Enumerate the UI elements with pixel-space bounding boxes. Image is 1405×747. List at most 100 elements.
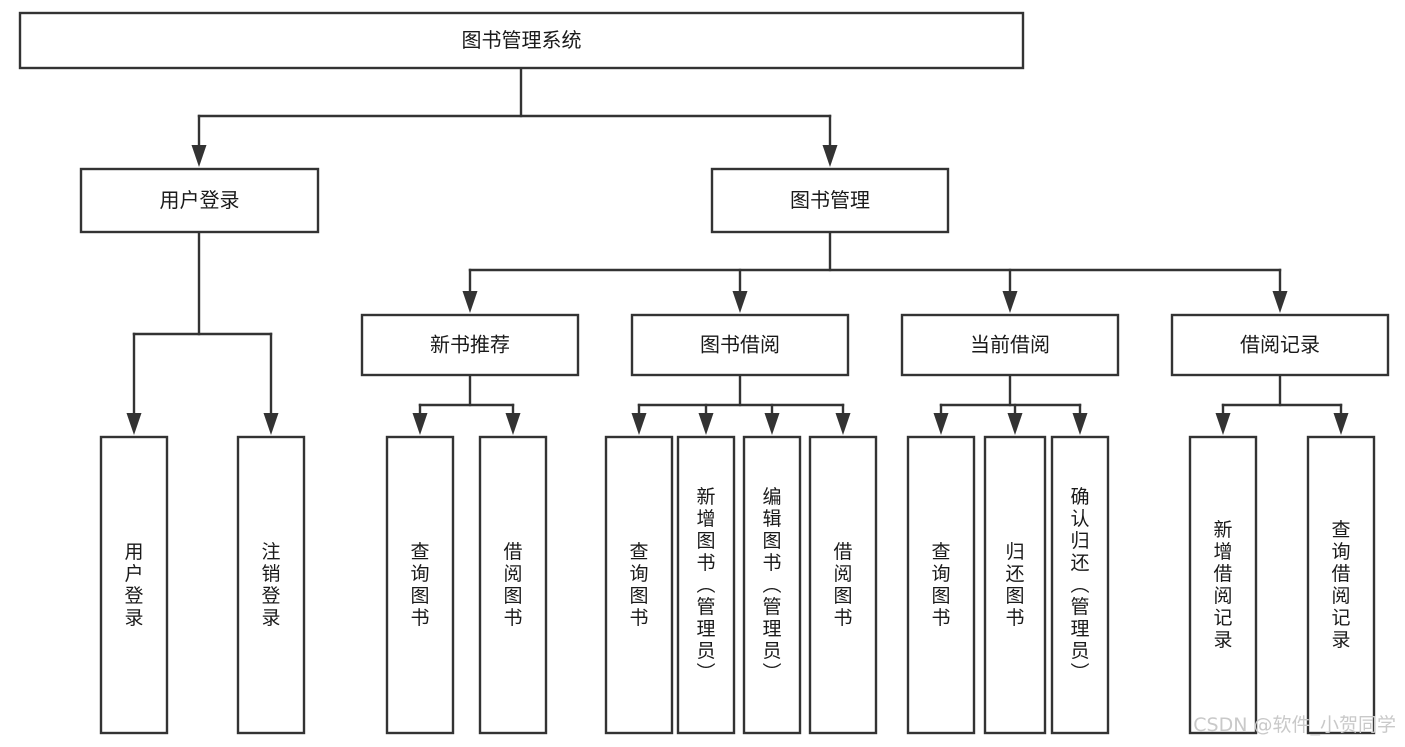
node-label-char: 管 xyxy=(696,596,715,618)
node-label-char: 录 xyxy=(1331,629,1350,651)
node-label-char: 增 xyxy=(1213,541,1232,563)
node-label-char: ︶ xyxy=(1070,662,1089,684)
node-label: 新书推荐 xyxy=(430,333,510,357)
node-label-char: 图 xyxy=(629,585,648,607)
node-label-char: 图 xyxy=(1005,585,1024,607)
node-label-char: 销 xyxy=(261,563,280,585)
node-label-char: ︶ xyxy=(762,662,781,684)
node-label-char: 增 xyxy=(696,508,715,530)
node-label-char: 借 xyxy=(833,541,852,563)
node-label-char: 图 xyxy=(833,585,852,607)
node-label-char: 理 xyxy=(762,618,781,640)
node-label-char: 归 xyxy=(1005,541,1024,563)
node-label-char: 还 xyxy=(1070,552,1089,574)
node-label-char: 录 xyxy=(261,607,280,629)
node-label-char: 户 xyxy=(124,563,143,585)
connectors-layer xyxy=(126,66,1349,435)
node-label-char: 阅 xyxy=(1331,585,1350,607)
node-label-char: 还 xyxy=(1005,563,1024,585)
node-label-char: 查 xyxy=(1331,519,1350,541)
node-root-图书管理系统[interactable]: 图书管理系统 xyxy=(18,11,1025,70)
node-label-char: 图 xyxy=(762,530,781,552)
node-label-char: 查 xyxy=(931,541,950,563)
connector-user-login-to-leaves xyxy=(126,230,279,435)
node-label-char: 登 xyxy=(124,585,143,607)
node-label-char: 阅 xyxy=(503,563,522,585)
node-label-char: 理 xyxy=(696,618,715,640)
node-label-char: 理 xyxy=(1070,618,1089,640)
node-label-char: 书 xyxy=(833,607,852,629)
connector-borrow-record-to-leaves xyxy=(1215,373,1349,435)
node-label-char: 图 xyxy=(696,530,715,552)
node-label-char: 借 xyxy=(503,541,522,563)
node-label-char: 管 xyxy=(1070,596,1089,618)
node-label-char: 书 xyxy=(762,552,781,574)
node-label-char: 记 xyxy=(1213,607,1232,629)
node-user-login[interactable]: 用户登录 xyxy=(79,167,320,234)
node-label-char: ︶ xyxy=(696,662,715,684)
connector-current-borrow-to-leaves xyxy=(933,373,1088,435)
node-label-char: 图 xyxy=(931,585,950,607)
node-label-char: 确 xyxy=(1070,486,1089,508)
node-label-char: 用 xyxy=(124,541,143,563)
node-label: 图书管理 xyxy=(790,188,870,212)
node-label-char: 书 xyxy=(629,607,648,629)
node-label-char: 书 xyxy=(410,607,429,629)
node-label-char: 员 xyxy=(762,640,781,662)
node-label-char: 归 xyxy=(1070,530,1089,552)
node-label: 借阅记录 xyxy=(1240,333,1320,357)
node-label-char: 辑 xyxy=(762,508,781,530)
node-label-char: 新 xyxy=(696,486,715,508)
node-borrow-record[interactable]: 借阅记录 xyxy=(1170,313,1390,377)
node-label-char: 书 xyxy=(931,607,950,629)
node-label-char: 新 xyxy=(1213,519,1232,541)
node-label-char: 登 xyxy=(261,585,280,607)
node-label: 图书管理系统 xyxy=(462,28,582,52)
node-label-char: 认 xyxy=(1070,508,1089,530)
node-current-borrow[interactable]: 当前借阅 xyxy=(900,313,1120,377)
node-label-char: 录 xyxy=(124,607,143,629)
node-book-borrow[interactable]: 图书借阅 xyxy=(630,313,850,377)
connector-new-book-to-leaves xyxy=(412,373,521,435)
node-label-char: ︵ xyxy=(696,574,715,596)
csdn-watermark: CSDN @软件_小贺同学 xyxy=(1193,714,1396,736)
node-label-char: 管 xyxy=(762,596,781,618)
node-label-char: 员 xyxy=(1070,640,1089,662)
node-label: 图书借阅 xyxy=(700,333,780,357)
connector-root-to-level1 xyxy=(191,66,838,167)
nodes-layer: 图书管理系统用户登录图书管理新书推荐图书借阅当前借阅借阅记录用户登录注销登录查询… xyxy=(18,11,1390,735)
node-label-char: 记 xyxy=(1331,607,1350,629)
node-label-char: 阅 xyxy=(1213,585,1232,607)
node-label-char: 书 xyxy=(503,607,522,629)
node-label-char: 录 xyxy=(1213,629,1232,651)
node-label-char: 编 xyxy=(762,486,781,508)
node-label-char: 查 xyxy=(410,541,429,563)
node-label-char: 借 xyxy=(1331,563,1350,585)
node-label: 当前借阅 xyxy=(970,333,1050,357)
node-label-char: 阅 xyxy=(833,563,852,585)
node-label-char: ︵ xyxy=(1070,574,1089,596)
node-label-char: 注 xyxy=(261,541,280,563)
node-new-book-recommend[interactable]: 新书推荐 xyxy=(360,313,580,377)
node-label-char: 查 xyxy=(629,541,648,563)
node-label-char: 书 xyxy=(696,552,715,574)
node-label-char: 图 xyxy=(410,585,429,607)
node-book-manage[interactable]: 图书管理 xyxy=(710,167,950,234)
node-label-char: 询 xyxy=(629,563,648,585)
node-leaf-user-login[interactable]: 用户登录 xyxy=(99,435,169,735)
connector-book-manage-to-level2 xyxy=(462,230,1288,313)
